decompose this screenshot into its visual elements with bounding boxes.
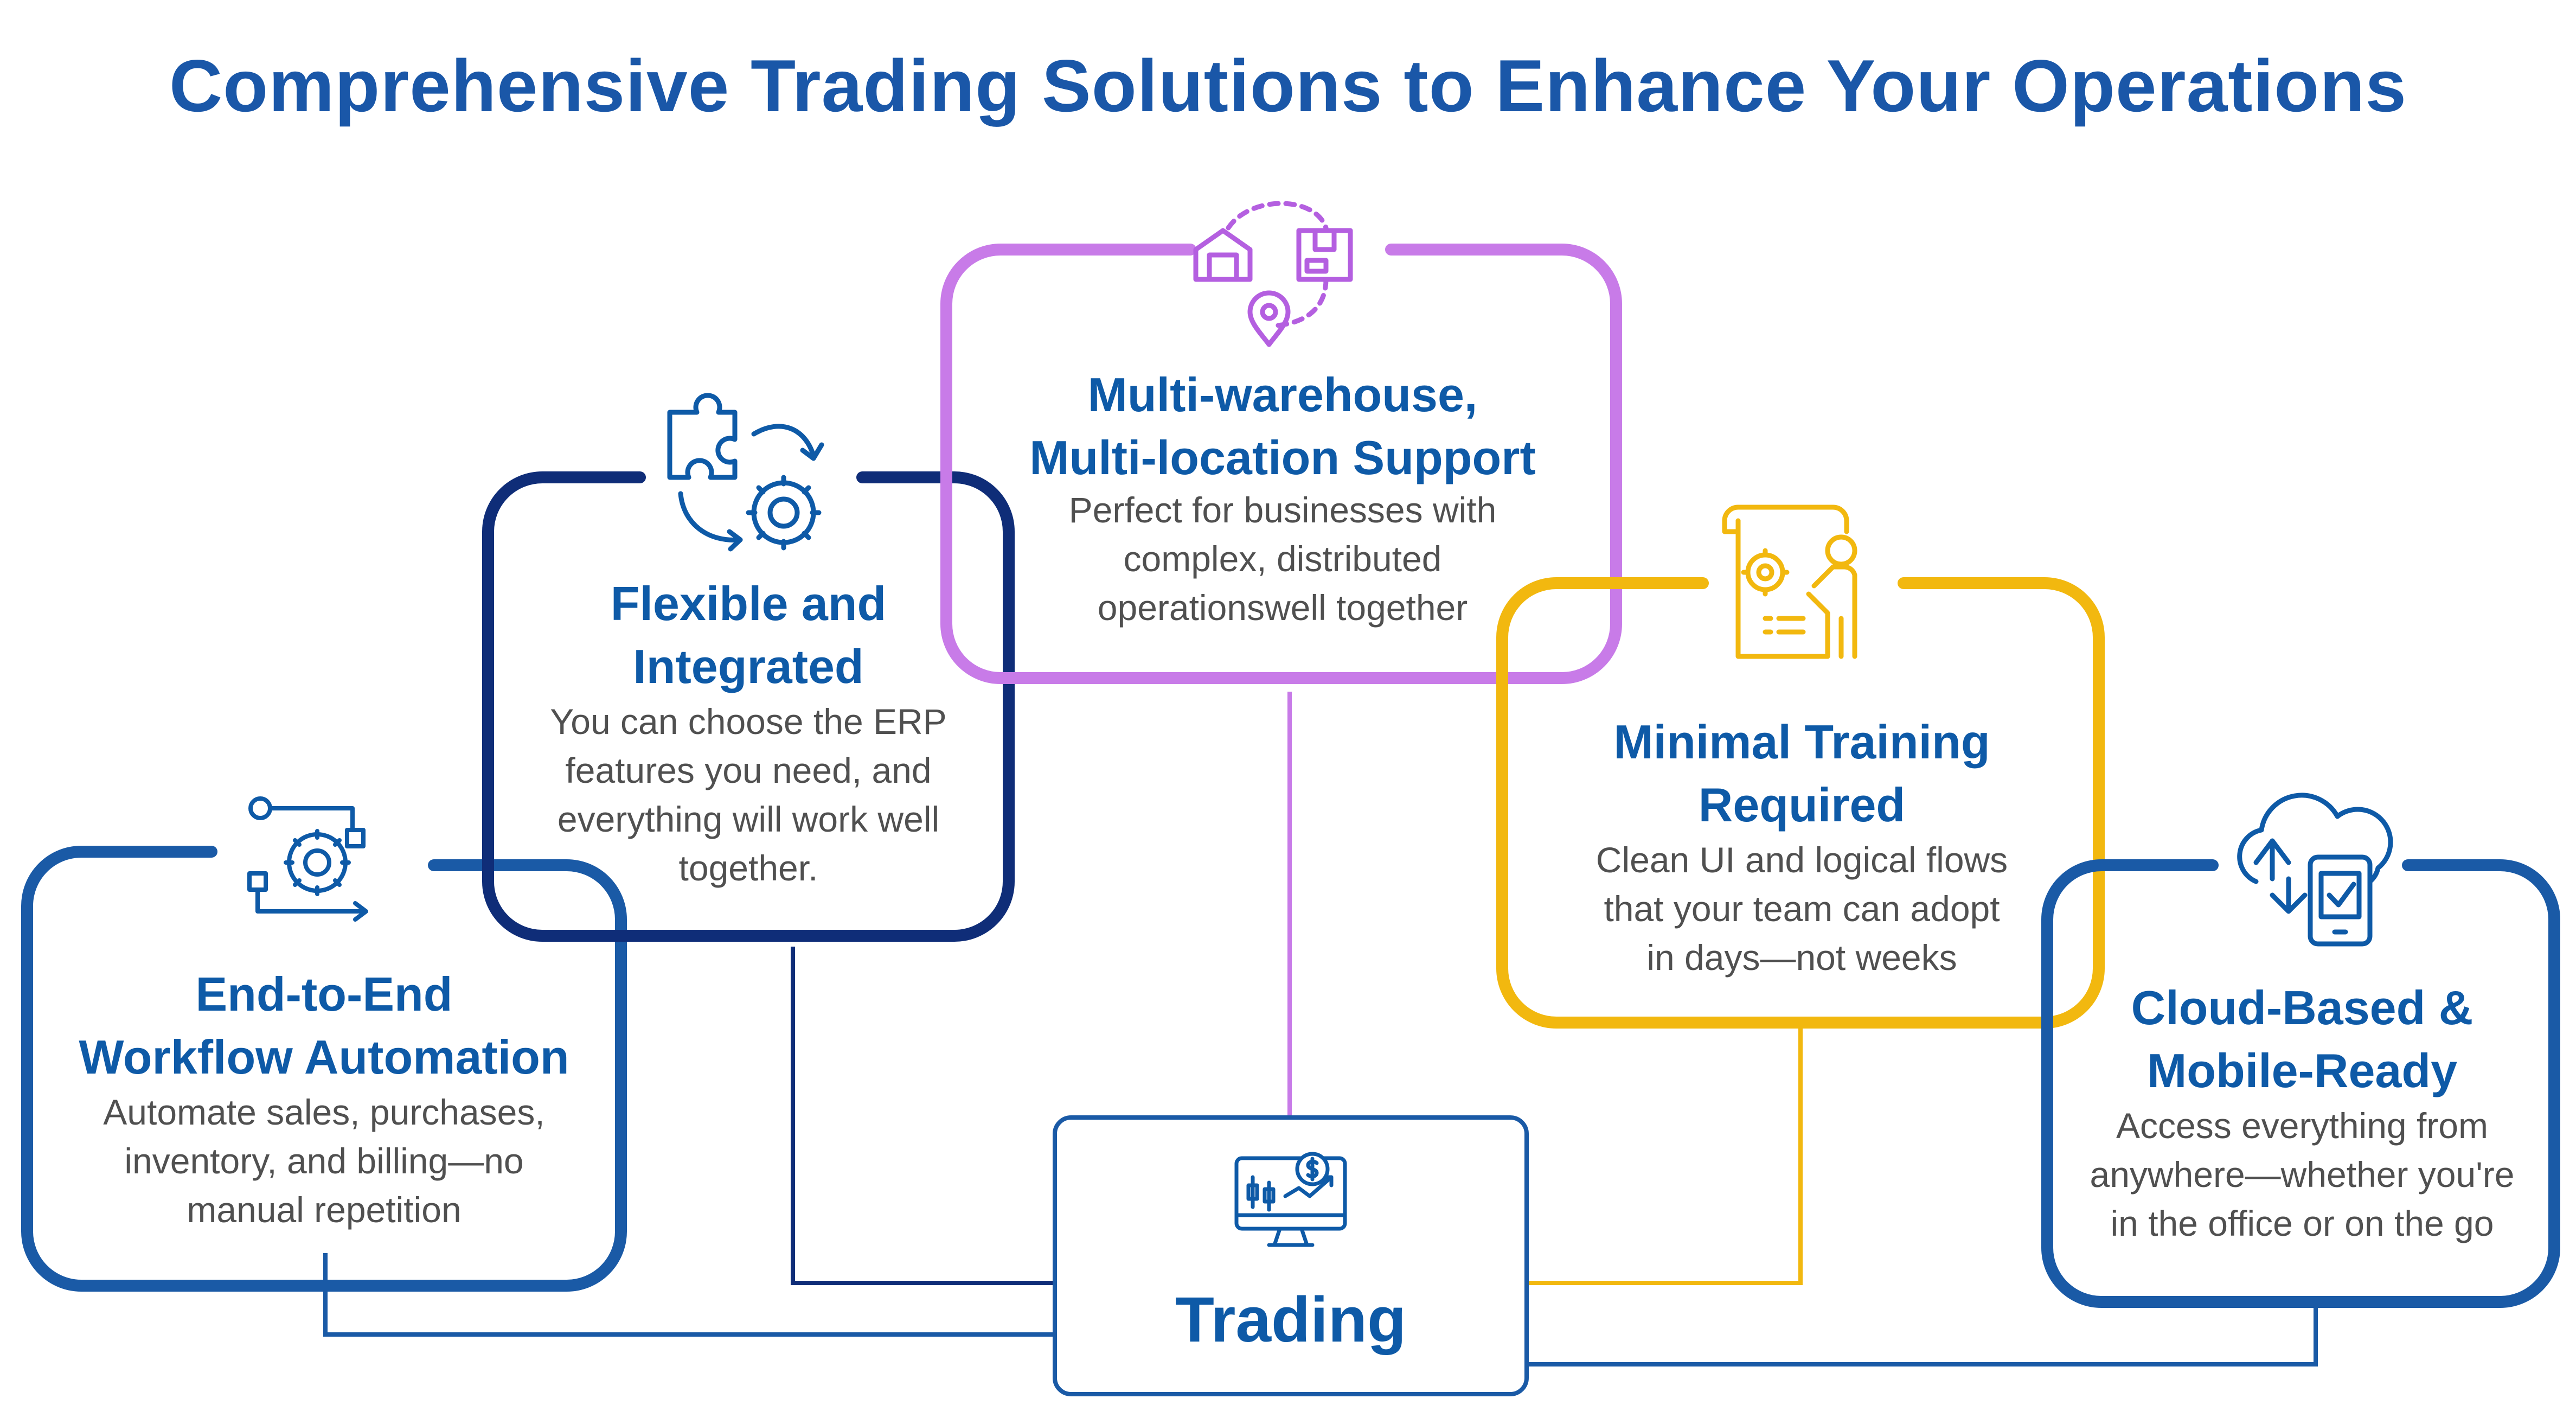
minimal-training-desc-line2: that your team can adopt (1604, 889, 2000, 929)
end-to-end-description: Automate sales, purchases, inventory, an… (33, 1088, 616, 1234)
multi-warehouse-description: Perfect for businesses with complex, dis… (954, 486, 1611, 632)
card-frame-minimal-training (1496, 577, 2105, 1029)
cloud-description: Access everything from anywhere—whether … (2055, 1101, 2549, 1248)
flexible-desc-line3: everything will work well (557, 799, 940, 839)
flexible-description: You can choose the ERP features you need… (494, 697, 1003, 892)
minimal-training-description: Clean UI and logical flows that your tea… (1510, 835, 2093, 982)
minimal-training-heading: Minimal Training Required (1510, 711, 2093, 836)
card-frame-end-to-end (21, 846, 627, 1292)
multi-warehouse-desc-line3: operationswell together (1097, 588, 1468, 628)
cloud-desc-line1: Access everything from (2116, 1106, 2488, 1146)
trading-monitor-icon (1234, 1152, 1347, 1247)
connector-flexible (791, 947, 1058, 1285)
multi-warehouse-desc-line1: Perfect for businesses with (1068, 490, 1497, 530)
flexible-heading-line2: Integrated (633, 640, 864, 693)
multi-warehouse-heading-line1: Multi-warehouse, (1087, 368, 1478, 422)
flexible-desc-line2: features you need, and (565, 750, 932, 790)
cloud-desc-line3: in the office or on the go (2110, 1203, 2494, 1243)
cloud-heading: Cloud-Based & Mobile-Ready (2055, 976, 2549, 1102)
puzzle-gear-icon (667, 393, 824, 552)
cloud-heading-line2: Mobile-Ready (2146, 1044, 2458, 1097)
page-title: Comprehensive Trading Solutions to Enhan… (169, 44, 2407, 127)
connector-cloud (1524, 1307, 2318, 1366)
end-to-end-heading-line1: End-to-End (195, 967, 453, 1021)
cloud-heading-line1: Cloud-Based & (2131, 981, 2474, 1035)
end-to-end-heading-line2: Workflow Automation (79, 1030, 569, 1084)
end-to-end-heading: End-to-End Workflow Automation (33, 963, 616, 1089)
card-frame-cloud (2041, 859, 2560, 1308)
flexible-desc-line1: You can choose the ERP (550, 701, 947, 742)
card-frame-flexible (482, 471, 1015, 942)
minimal-training-heading-line1: Minimal Training (1613, 715, 1990, 769)
card-frame-multi-warehouse (940, 244, 1622, 684)
hub-label: Trading (1175, 1284, 1407, 1356)
cloud-mobile-icon (2237, 793, 2393, 947)
end-to-end-desc-line1: Automate sales, purchases, (103, 1092, 545, 1132)
end-to-end-desc-line2: inventory, and billing—no (124, 1141, 524, 1181)
connector-minimal-training (1524, 1028, 1803, 1285)
minimal-training-heading-line2: Required (1698, 778, 1906, 832)
workflow-automation-icon (247, 796, 368, 922)
multi-warehouse-heading: Multi-warehouse, Multi-location Support (954, 363, 1611, 489)
minimal-training-desc-line3: in days—not weeks (1646, 937, 1957, 978)
end-to-end-desc-line3: manual repetition (187, 1190, 462, 1230)
minimal-training-desc-line1: Clean UI and logical flows (1595, 840, 2008, 880)
cloud-desc-line2: anywhere—whether you're (2090, 1154, 2515, 1195)
connector-end-to-end (323, 1253, 1058, 1337)
flexible-desc-line4: together. (678, 848, 818, 888)
hub-box (1053, 1115, 1529, 1396)
multi-warehouse-heading-line2: Multi-location Support (1029, 431, 1536, 484)
flexible-heading: Flexible and Integrated (494, 572, 1003, 698)
training-presenter-icon (1722, 505, 1857, 659)
warehouse-location-icon (1193, 201, 1353, 347)
flexible-heading-line1: Flexible and (610, 577, 887, 630)
multi-warehouse-desc-line2: complex, distributed (1123, 539, 1442, 579)
